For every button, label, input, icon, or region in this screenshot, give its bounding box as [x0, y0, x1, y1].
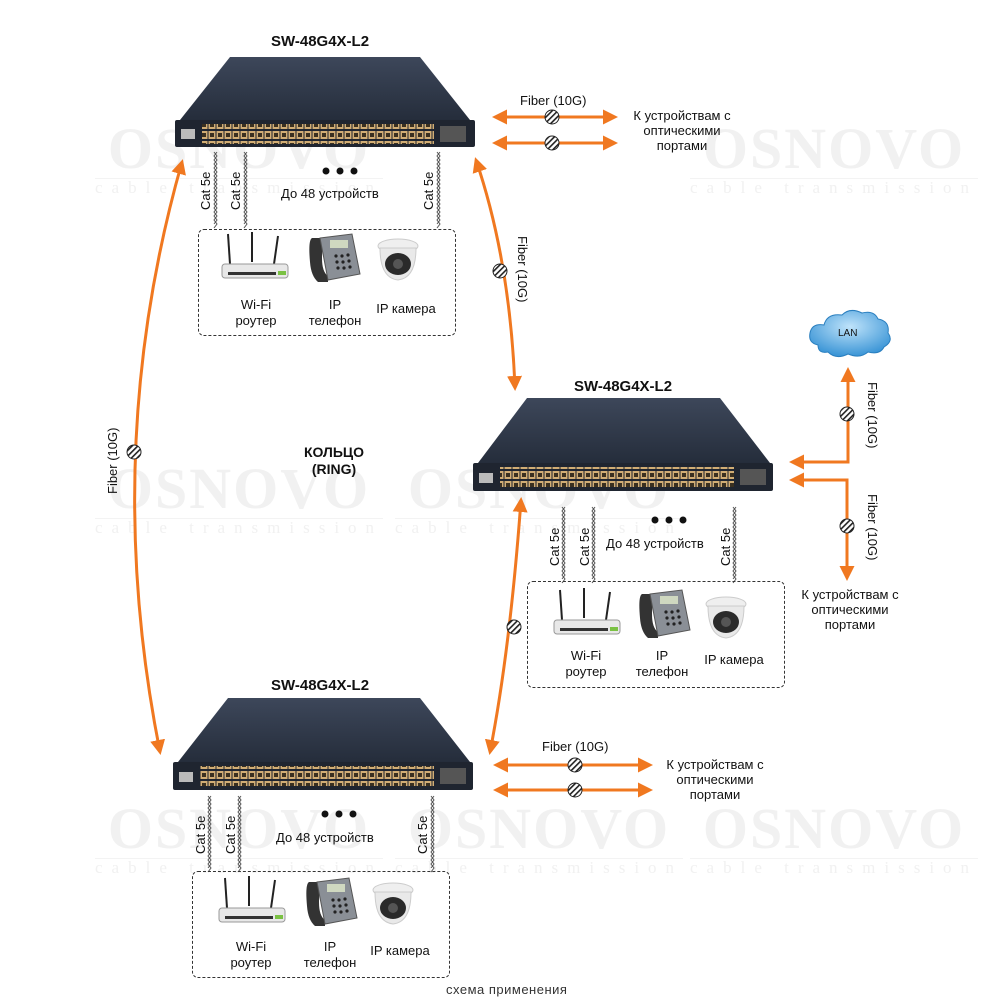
end-devices-box-3	[192, 871, 450, 978]
cat5e-label: Cat 5e	[198, 171, 213, 210]
cat5e-label: Cat 5e	[193, 815, 208, 854]
ip-phone-icon	[639, 589, 691, 638]
footer-caption: схема применения	[446, 982, 568, 997]
switch-1-model: SW-48G4X-L2	[271, 33, 370, 50]
ip-camera-caption: IP камера	[704, 652, 764, 667]
device-icons-2	[553, 588, 747, 639]
switch-3	[173, 698, 473, 790]
up-to-48-devices-label: До 48 устройств	[281, 186, 379, 201]
cat5e-label: Cat 5e	[228, 171, 243, 210]
wifi-router-icon	[221, 232, 289, 279]
device-icons-1	[221, 232, 419, 282]
cat5e-label: Cat 5e	[415, 815, 430, 854]
switch-3-model: SW-48G4X-L2	[271, 677, 370, 694]
fiber-label-vertical: Fiber (10G)	[865, 382, 880, 449]
fiber-link-left	[133, 159, 186, 755]
switch-2	[473, 398, 773, 491]
ip-camera-caption: IP камера	[376, 301, 436, 316]
fiber-connectors	[126, 109, 855, 798]
ip-camera-icon	[705, 596, 747, 639]
ip-camera-icon	[377, 238, 419, 281]
fiber-label: Fiber (10G)	[520, 93, 587, 108]
fiber-links-middle	[789, 367, 856, 581]
up-to-48-devices-label: До 48 устройств	[606, 536, 704, 551]
fiber-label-vertical: Fiber (10G)	[105, 427, 120, 494]
wifi-router-icon	[218, 876, 286, 923]
ip-phone-icon	[306, 877, 358, 926]
lan-cloud-icon	[809, 309, 891, 358]
wifi-router-icon	[553, 588, 621, 635]
cat5e-cables	[207, 151, 737, 873]
fiber-label-vertical: Fiber (10G)	[865, 494, 880, 561]
fiber-label-vertical: Fiber (10G)	[515, 236, 530, 303]
cat5e-label: Cat 5e	[223, 815, 238, 854]
ip-camera-caption: IP камера	[370, 943, 430, 958]
fiber-link-bottom-right	[484, 497, 528, 755]
up-to-48-devices-label: До 48 устройств	[276, 830, 374, 845]
end-devices-box-2	[527, 581, 785, 688]
cat5e-label: Cat 5e	[547, 527, 562, 566]
fiber-label: Fiber (10G)	[542, 739, 609, 754]
lan-label: LAN	[838, 328, 858, 339]
cat5e-label: Cat 5e	[577, 527, 592, 566]
ip-camera-icon	[372, 882, 414, 925]
switch-1	[175, 57, 475, 147]
device-icons-3	[218, 876, 414, 926]
end-devices-box-1	[198, 229, 456, 336]
more-devices-dots	[321, 167, 687, 818]
cat5e-label: Cat 5e	[718, 527, 733, 566]
ip-phone-icon	[309, 233, 361, 282]
ring-label: КОЛЬЦО(RING)	[303, 444, 365, 477]
switch-2-model: SW-48G4X-L2	[574, 378, 673, 395]
cat5e-label: Cat 5e	[421, 171, 436, 210]
